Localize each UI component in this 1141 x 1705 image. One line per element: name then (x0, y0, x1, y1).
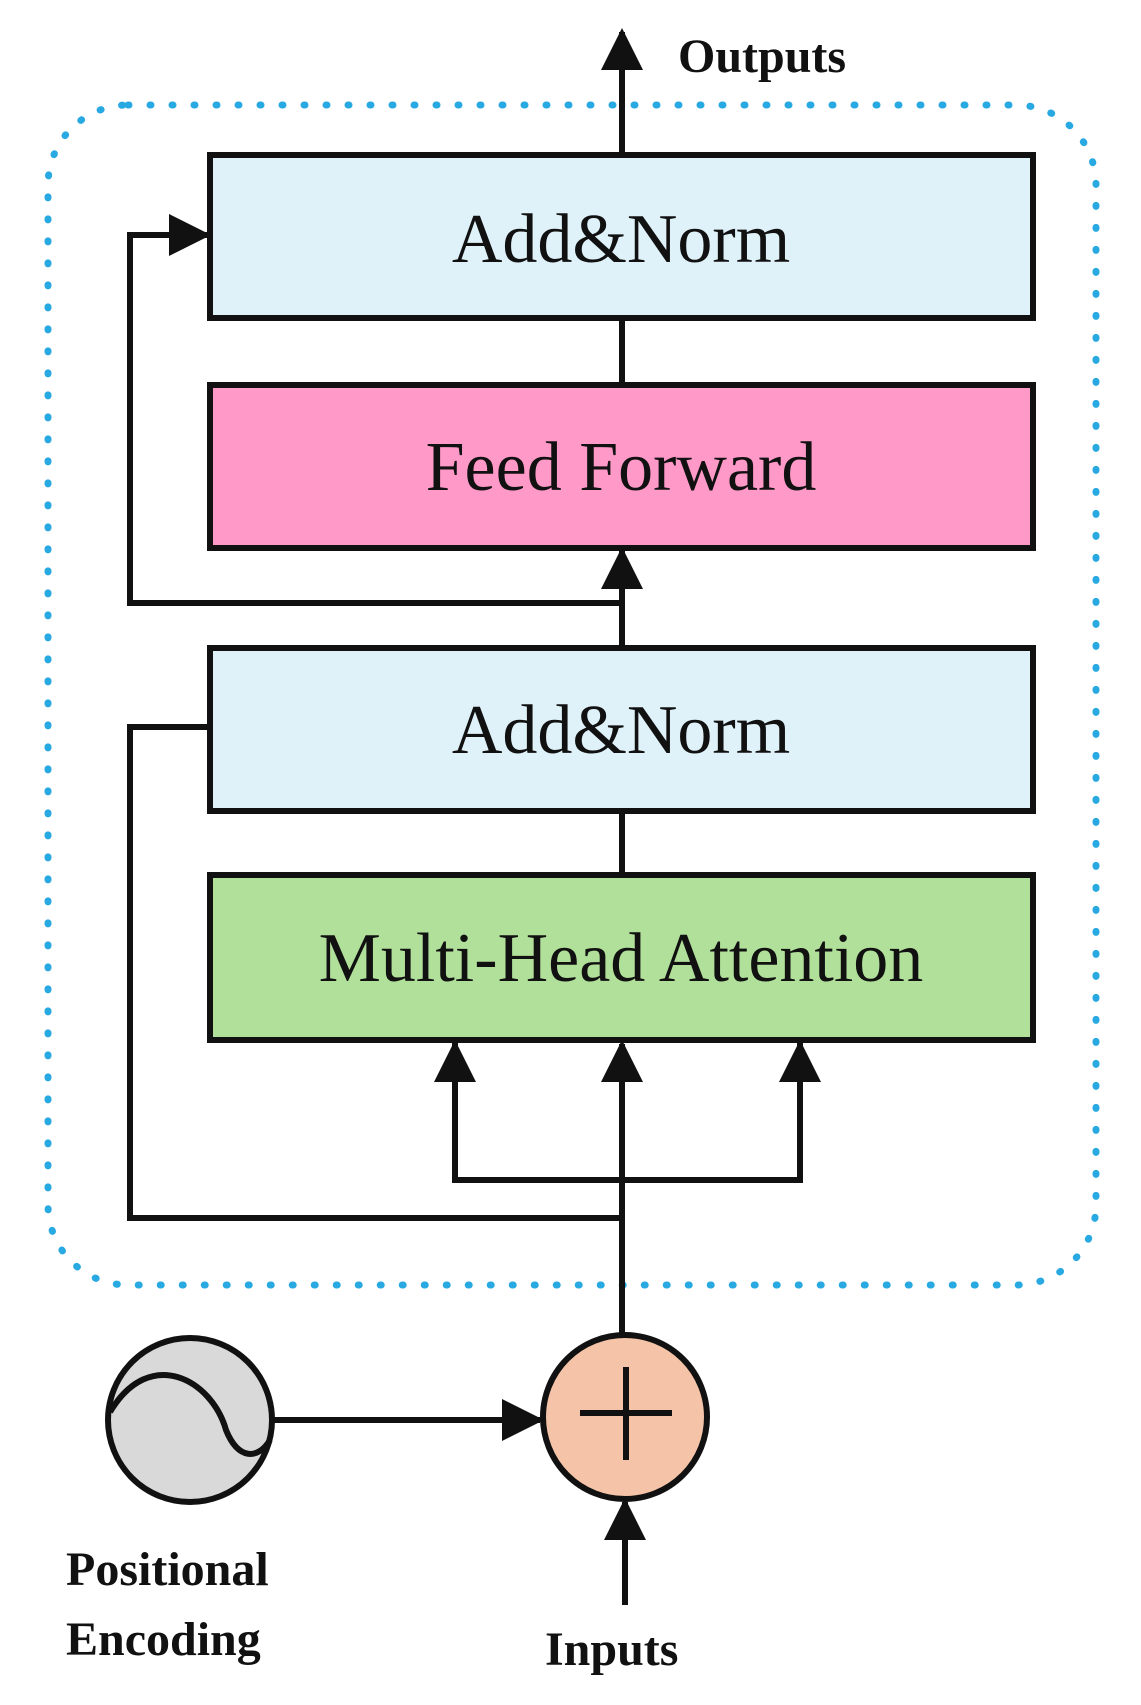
encoder-boundary (44, 101, 1100, 1289)
qkv-branch (452, 1043, 803, 1183)
add-norm-bottom-box (207, 645, 1036, 814)
multi-head-attention-box (207, 872, 1036, 1043)
add-norm-top-label: Add&Norm (452, 201, 790, 278)
add-norm-bottom-label: Add&Norm (452, 692, 790, 769)
outputs-label: Outputs (678, 30, 846, 83)
feed-forward-box (207, 382, 1036, 551)
residual-path-ffn (127, 214, 622, 606)
plus-icon (540, 1332, 710, 1502)
residual-path-mha (127, 724, 622, 1221)
inputs-label: Inputs (545, 1623, 678, 1676)
positional-encoding-label-line1: Positional (66, 1543, 269, 1596)
feed-forward-label: Feed Forward (426, 429, 817, 506)
sine-wave-icon (105, 1335, 275, 1505)
multi-head-attention-label: Multi-Head Attention (319, 920, 924, 997)
positional-encoding-label-line2: Encoding (66, 1613, 261, 1666)
